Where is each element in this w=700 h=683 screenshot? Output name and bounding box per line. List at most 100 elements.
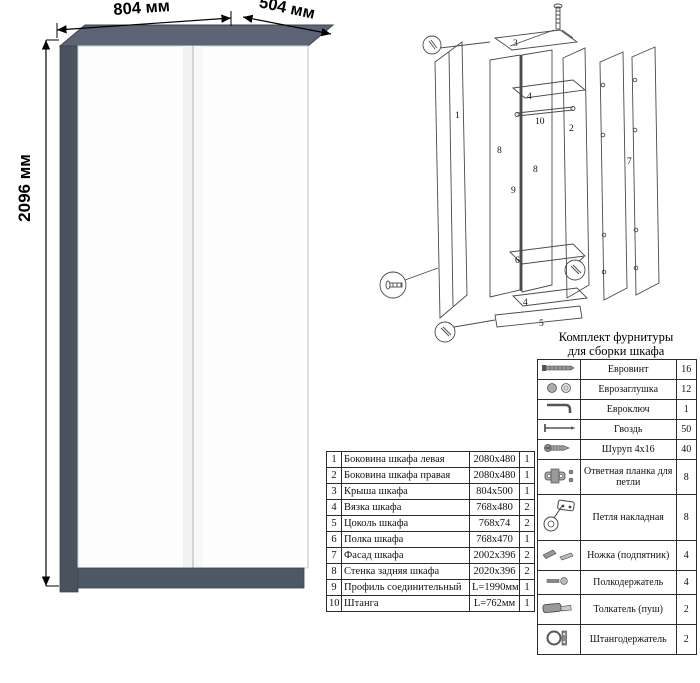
part-qty: 1: [519, 451, 535, 468]
hw-name: Толкатель (пуш): [579, 594, 677, 625]
exploded-back-panel-right: [521, 49, 553, 293]
hw-icon-cell: [537, 570, 581, 595]
part-number: 4: [326, 499, 342, 516]
hw-name: Штангодержатель: [579, 624, 677, 655]
table-row: 9 Профиль соединительный L=1990мм 1: [326, 579, 535, 596]
table-row: 5 Цоколь шкафа 768x74 2: [326, 515, 535, 532]
part-number: 2: [326, 467, 342, 484]
table-row: 3 Крыша шкафа 804x500 1: [326, 483, 535, 500]
table-row: 10 Штанга L=762мм 1: [326, 595, 535, 612]
table-row: 7 Фасад шкафа 2002x396 2: [326, 547, 535, 564]
part-size: 768x480: [469, 499, 520, 516]
wardrobe-render: 804 мм 504 мм 2096 мм: [15, 0, 335, 593]
part-qty: 1: [519, 467, 535, 484]
exploded-right-panel: [562, 47, 590, 299]
push-latch-icon: [542, 602, 572, 614]
hardware-kit-title-line1: Комплект фурнитуры: [558, 330, 674, 344]
part-qty: 2: [519, 563, 535, 580]
foot-icon: [542, 549, 574, 561]
wardrobe-top-panel: [58, 24, 335, 47]
hw-name: Евровинт: [579, 359, 677, 380]
part-qty: 2: [519, 499, 535, 516]
part-qty: 1: [519, 579, 535, 596]
part-size: 2020x396: [469, 563, 520, 580]
hw-icon-cell: [537, 379, 581, 400]
hw-icon-cell: [537, 439, 581, 460]
door-right-shading: [194, 46, 202, 568]
part-qty: 1: [519, 483, 535, 500]
exploded-left-panel: [434, 41, 468, 319]
euro-plug-icon: [546, 383, 571, 393]
detail-callout-top-left: [422, 35, 491, 55]
hw-qty: 1: [675, 399, 698, 420]
part-size: 768x470: [469, 531, 520, 548]
depth-dimension-arrow: [242, 14, 332, 37]
table-row: Толкатель (пуш) 2: [537, 594, 698, 625]
table-row: 6 Полка шкафа 768x470 1: [326, 531, 535, 548]
hardware-kit-title: Комплект фурнитуры для сборки шкафа: [535, 330, 697, 358]
table-row: 8 Стенка задняя шкафа 2020x396 2: [326, 563, 535, 580]
exploded-rod: [514, 106, 576, 117]
part-name: Вязка шкафа: [341, 499, 470, 516]
part-size: 2002x396: [469, 547, 520, 564]
hw-icon-cell: [537, 594, 581, 625]
exploded-plinth: [494, 305, 583, 328]
hw-icon-cell: [537, 359, 581, 380]
part-size: 804x500: [469, 483, 520, 500]
part-number: 9: [326, 579, 342, 596]
part-number: 10: [326, 595, 342, 612]
detail-callout-shelf-right: [564, 256, 586, 281]
hw-icon-cell: [537, 399, 581, 420]
detail-callout-mid-left: [379, 267, 439, 299]
width-dimension-arrow: [56, 14, 232, 34]
part-label-2: 2: [569, 124, 574, 134]
hw-qty: 16: [675, 359, 698, 380]
hw-qty: 2: [675, 594, 698, 625]
part-size: 768x74: [469, 515, 520, 532]
part-name: Стенка задняя шкафа: [341, 563, 470, 580]
part-size: L=1990мм: [469, 579, 520, 596]
exploded-left-panel-edge: [448, 51, 454, 307]
hw-qty: 12: [675, 379, 698, 400]
hw-name: Ответная планка для петли: [579, 459, 677, 495]
euro-screw-icon: [541, 365, 575, 371]
hw-icon-cell: [537, 494, 581, 541]
part-size: L=762мм: [469, 595, 520, 612]
hw-name: Еврозаглушка: [579, 379, 677, 400]
depth-dimension-label: 504 мм: [258, 0, 317, 23]
hw-name: Петля накладная: [579, 494, 677, 541]
part-name: Полка шкафа: [341, 531, 470, 548]
table-row: Шуруп 4x16 40: [537, 439, 698, 460]
rod-holder-icon: [546, 630, 567, 646]
table-row: Гвоздь 50: [537, 419, 698, 440]
wardrobe-left-side-panel: [59, 45, 79, 593]
hw-qty: 4: [675, 540, 698, 571]
hw-name: Полкодержатель: [579, 570, 677, 595]
height-dimension-label: 2096 мм: [15, 154, 34, 222]
hinge-plate-icon: [544, 468, 574, 483]
overlay-hinge-icon: [543, 499, 575, 532]
exploded-upper-tie: [511, 79, 587, 99]
part-label-7: 7: [627, 157, 632, 167]
part-label-1: 1: [455, 111, 460, 121]
euro-key-icon: [546, 403, 572, 413]
hw-qty: 50: [675, 419, 698, 440]
part-qty: 1: [519, 531, 535, 548]
table-row: 2 Боковина шкафа правая 2080x480 1: [326, 467, 535, 484]
part-name: Фасад шкафа: [341, 547, 470, 564]
part-name: Крыша шкафа: [341, 483, 470, 500]
hw-name: Шуруп 4x16: [579, 439, 677, 460]
exploded-top-panel: [493, 29, 579, 51]
part-number: 6: [326, 531, 342, 548]
part-number: 1: [326, 451, 342, 468]
nail-icon: [543, 424, 576, 432]
table-row: 1 Боковина шкафа левая 2080x480 1: [326, 451, 535, 468]
part-label-8b: 8: [533, 165, 538, 175]
detail-callout-bottom: [434, 319, 496, 343]
hw-qty: 8: [675, 459, 698, 495]
part-label-8a: 8: [497, 146, 502, 156]
part-number: 5: [326, 515, 342, 532]
part-name: Профиль соединительный: [341, 579, 470, 596]
exploded-back-panel-left: [489, 54, 521, 298]
